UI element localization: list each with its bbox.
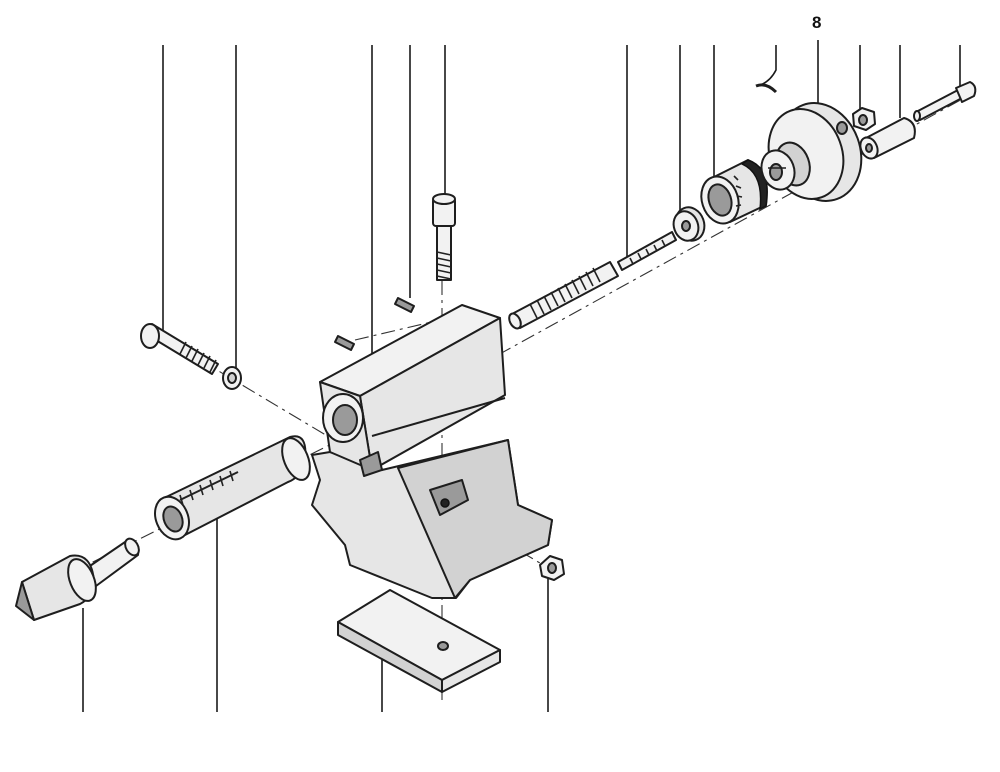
dial-collar (700, 159, 768, 225)
live-center (15, 537, 140, 621)
set-screw-left (334, 335, 355, 351)
washer (222, 366, 242, 390)
thrust-washer (672, 206, 706, 242)
handle-sleeve (859, 117, 916, 160)
quill (154, 435, 311, 541)
leader-line-pin (757, 45, 777, 87)
base-plate (337, 589, 501, 693)
vertical-bolt (432, 193, 456, 281)
roll-pin (755, 83, 778, 94)
tailstock-body (311, 304, 553, 599)
handwheel (760, 102, 863, 202)
callout-number-8: 8 (812, 13, 821, 32)
handle-pin (913, 81, 977, 122)
handle-nut (852, 107, 876, 131)
cap-screw (140, 323, 219, 375)
lead-screw (508, 231, 677, 330)
set-screw-top (394, 297, 415, 313)
clamp-nut (539, 555, 565, 581)
